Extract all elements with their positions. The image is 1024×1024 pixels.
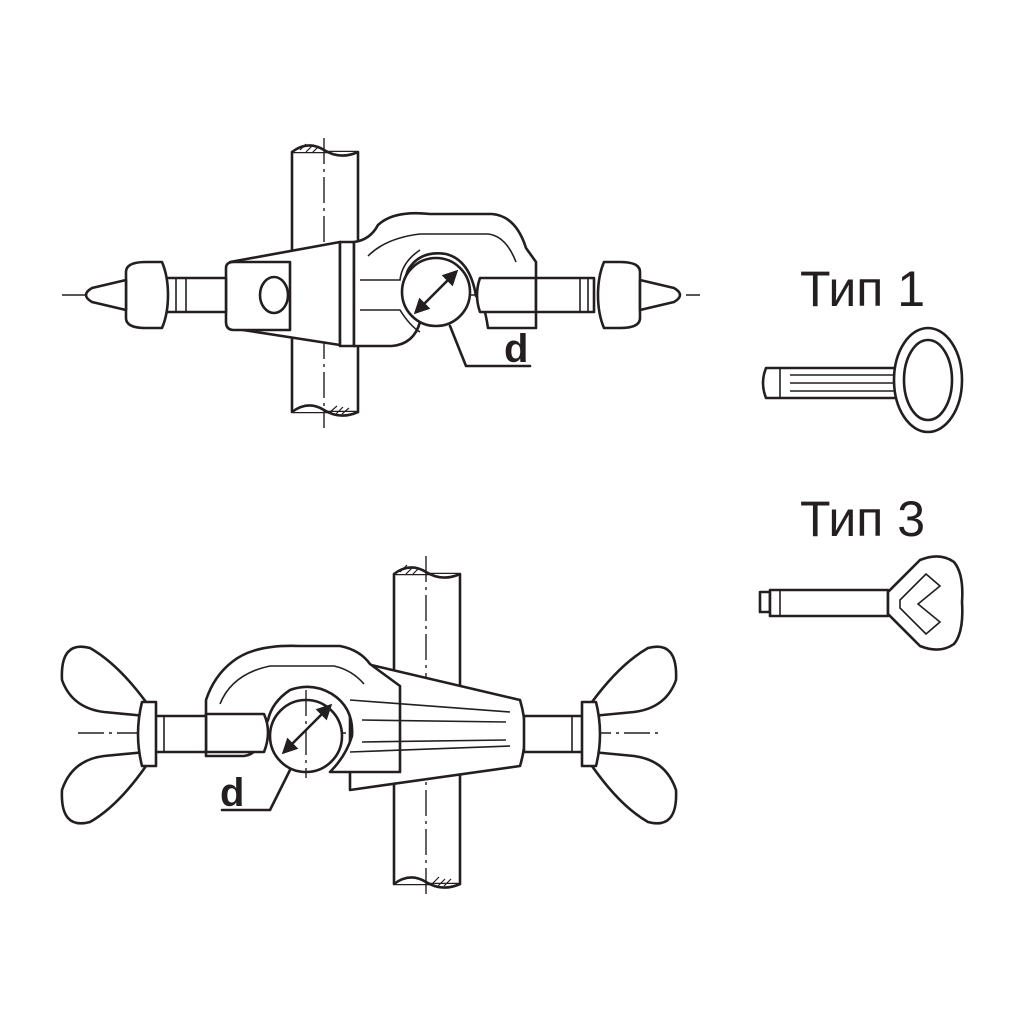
top-left-knob-tip xyxy=(84,278,128,312)
top-right-screw-head xyxy=(475,276,538,314)
top-flange xyxy=(338,240,356,348)
top-diameter-label: d xyxy=(504,327,528,371)
top-left-screw xyxy=(164,276,228,314)
type1-key xyxy=(761,326,964,434)
bottom-diameter-label: d xyxy=(220,771,244,815)
type3-label: Тип 3 xyxy=(800,491,925,547)
bottom-diameter-arrow xyxy=(281,703,333,755)
bottom-diameter-leader xyxy=(220,768,292,812)
bottom-left-wing-hub xyxy=(136,700,158,768)
bottom-right-wing-upper xyxy=(590,645,678,718)
top-right-knob xyxy=(596,260,642,330)
bottom-clamp xyxy=(60,556,678,894)
bottom-left-screw xyxy=(152,714,208,754)
bottom-left-wing-upper xyxy=(60,645,148,718)
bottom-left-screw-head xyxy=(204,712,270,754)
top-right-knob-tip xyxy=(638,278,682,312)
top-clamp xyxy=(62,138,700,428)
type3-key xyxy=(758,555,964,651)
top-diameter-arrow xyxy=(413,269,459,315)
top-left-knob-end xyxy=(258,275,290,315)
bottom-left-wing-lower xyxy=(60,750,148,825)
bottom-right-wing-hub xyxy=(580,700,602,768)
bottom-right-screw xyxy=(522,714,586,754)
top-diameter-leader xyxy=(448,324,532,368)
type1-label: Тип 1 xyxy=(800,261,925,317)
top-right-screw xyxy=(534,276,596,314)
bottom-right-wing-lower xyxy=(590,750,678,825)
top-left-knob xyxy=(124,260,170,330)
